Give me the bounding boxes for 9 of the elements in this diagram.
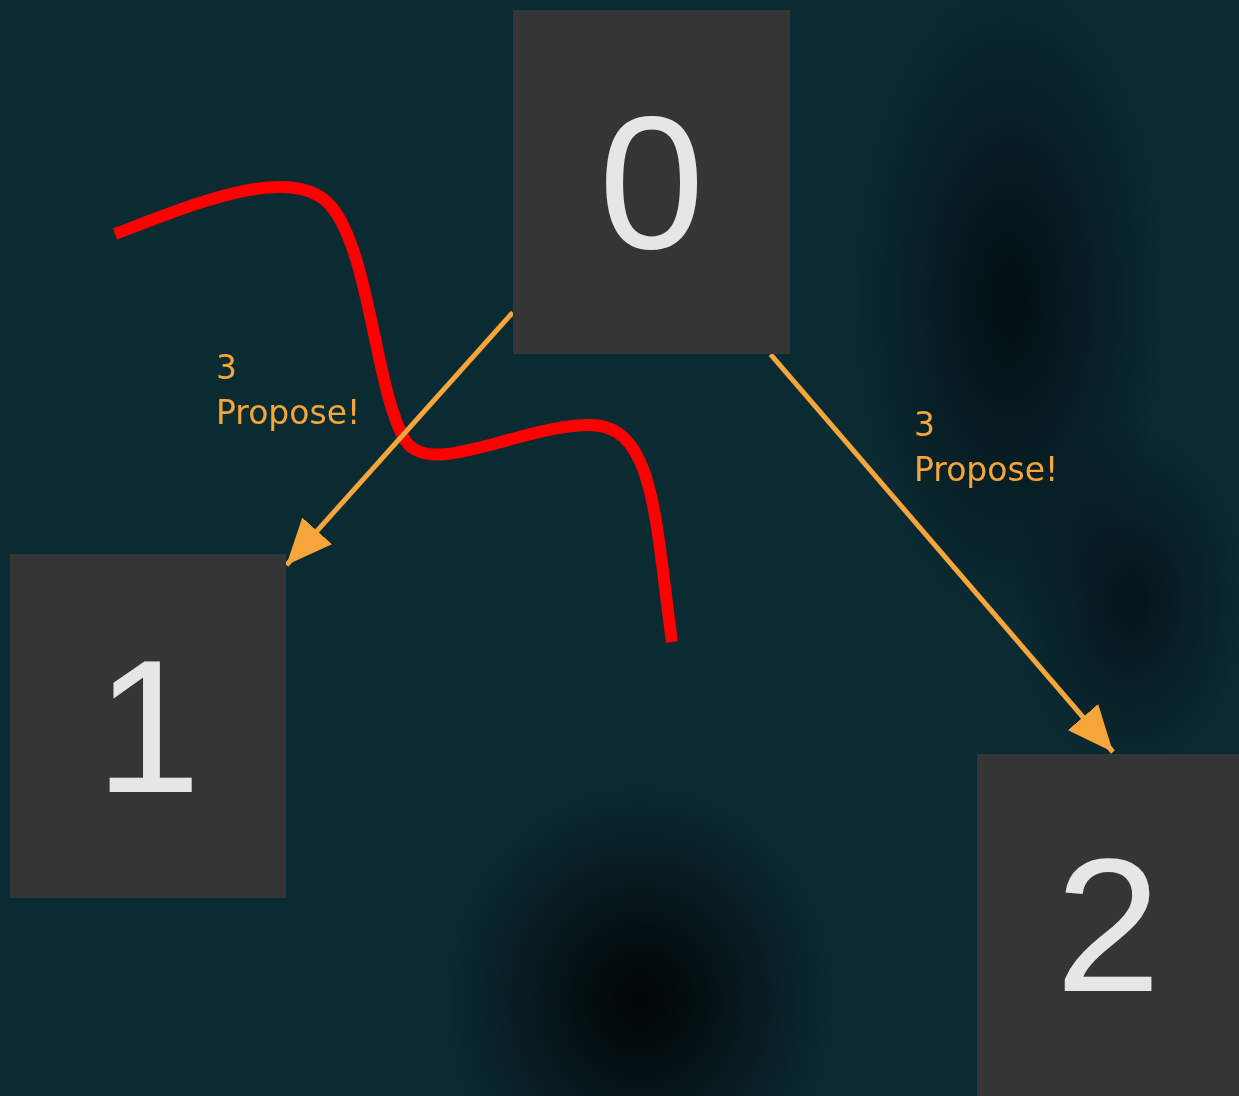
number-box bbox=[10, 554, 286, 898]
arrow bbox=[768, 352, 1115, 754]
box-number: 0 bbox=[598, 87, 705, 277]
edge-label: 3 Propose! bbox=[914, 404, 1060, 491]
number-box bbox=[513, 10, 790, 354]
number-box bbox=[977, 754, 1239, 1096]
box-number: 1 bbox=[95, 631, 201, 821]
box-number: 2 bbox=[1055, 830, 1161, 1020]
edge-label: 3 Propose! bbox=[216, 347, 362, 434]
